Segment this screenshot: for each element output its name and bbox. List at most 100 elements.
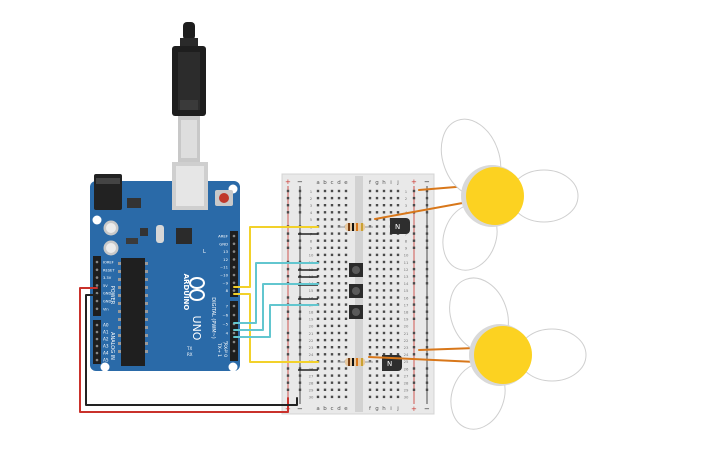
header-pin[interactable] [232,340,236,344]
breadboard-hole[interactable] [323,374,327,377]
breadboard-hole[interactable] [323,324,327,328]
breadboard-hole[interactable] [337,275,341,278]
breadboard-hole[interactable] [375,367,379,370]
rail-hole[interactable] [298,239,302,242]
breadboard-hole[interactable] [382,239,386,242]
breadboard-hole[interactable] [375,246,379,249]
breadboard-hole[interactable] [396,303,400,306]
breadboard-hole[interactable] [382,260,386,264]
wire-black[interactable] [85,294,298,406]
rail-hole[interactable] [286,346,290,349]
breadboard-hole[interactable] [382,246,386,249]
rail-hole[interactable] [298,310,302,313]
rail-hole[interactable] [286,267,290,271]
breadboard-hole[interactable] [330,331,334,335]
rail-hole[interactable] [286,196,290,200]
rail-hole[interactable] [425,310,429,313]
rail-hole[interactable] [298,367,302,370]
rail-hole[interactable] [286,211,290,214]
breadboard-hole[interactable] [375,388,379,391]
rail-hole[interactable] [412,282,416,285]
header-pin[interactable] [232,281,236,285]
breadboard-hole[interactable] [337,282,341,285]
rail-hole[interactable] [412,204,416,207]
breadboard-hole[interactable] [316,310,320,313]
breadboard-hole[interactable] [375,260,379,264]
breadboard-hole[interactable] [375,282,379,285]
breadboard-hole[interactable] [316,324,320,328]
breadboard-hole[interactable] [368,331,372,335]
breadboard-hole[interactable] [389,211,393,214]
breadboard-hole[interactable] [368,388,372,391]
breadboard-hole[interactable] [375,296,379,299]
breadboard-hole[interactable] [323,275,327,278]
breadboard-hole[interactable] [389,189,393,193]
breadboard-hole[interactable] [375,253,379,257]
breadboard-hole[interactable] [396,381,400,384]
arduino-uno-board[interactable]: ARDUINO UNO POWER ANALOG IN DIGITAL (PWM… [90,162,240,372]
rail-hole[interactable] [412,353,416,356]
breadboard-hole[interactable] [375,374,379,377]
breadboard-hole[interactable] [368,353,372,356]
breadboard-hole[interactable] [316,395,320,399]
breadboard-hole[interactable] [337,324,341,328]
breadboard-hole[interactable] [337,232,341,235]
breadboard-hole[interactable] [396,260,400,264]
rail-hole[interactable] [286,374,290,377]
breadboard-hole[interactable] [344,218,348,221]
rail-hole[interactable] [425,331,429,335]
breadboard-hole[interactable] [382,353,386,356]
rail-hole[interactable] [286,246,290,249]
breadboard-hole[interactable] [330,196,334,200]
breadboard-hole[interactable] [344,253,348,257]
breadboard-hole[interactable] [316,346,320,349]
breadboard-hole[interactable] [330,275,334,278]
breadboard-hole[interactable] [323,346,327,349]
breadboard-hole[interactable] [337,246,341,249]
rail-hole[interactable] [286,296,290,299]
breadboard-hole[interactable] [323,388,327,391]
breadboard-hole[interactable] [368,346,372,349]
breadboard-hole[interactable] [323,395,327,399]
rail-hole[interactable] [412,239,416,242]
breadboard-hole[interactable] [396,317,400,320]
rail-hole[interactable] [412,381,416,384]
breadboard-hole[interactable] [382,196,386,200]
rail-hole[interactable] [298,388,302,391]
breadboard-hole[interactable] [316,338,320,342]
rail-hole[interactable] [298,317,302,320]
breadboard-hole[interactable] [330,211,334,214]
breadboard-hole[interactable] [396,253,400,257]
breadboard-hole[interactable] [375,331,379,335]
breadboard-hole[interactable] [396,388,400,391]
breadboard-hole[interactable] [382,331,386,335]
breadboard-hole[interactable] [344,381,348,384]
breadboard-hole[interactable] [382,289,386,292]
breadboard-hole[interactable] [389,381,393,384]
breadboard-hole[interactable] [323,204,327,207]
rail-hole[interactable] [425,204,429,207]
rail-hole[interactable] [425,211,429,214]
breadboard-hole[interactable] [368,395,372,399]
breadboard-hole[interactable] [375,267,379,271]
breadboard-hole[interactable] [382,189,386,193]
breadboard-hole[interactable] [330,218,334,221]
header-pin[interactable] [232,242,236,246]
breadboard-hole[interactable] [344,275,348,278]
breadboard-hole[interactable] [375,346,379,349]
breadboard-hole[interactable] [323,232,327,235]
breadboard-hole[interactable] [368,260,372,264]
breadboard-hole[interactable] [330,267,334,271]
wire-teal[interactable] [233,283,319,331]
header-pin[interactable] [95,276,99,279]
breadboard-hole[interactable] [382,204,386,207]
breadboard-hole[interactable] [375,289,379,292]
breadboard-hole[interactable] [396,395,400,399]
rail-hole[interactable] [412,189,416,193]
breadboard-hole[interactable] [330,374,334,377]
breadboard-hole[interactable] [396,267,400,271]
breadboard-hole[interactable] [337,395,341,399]
rail-hole[interactable] [425,374,429,377]
breadboard-hole[interactable] [316,189,320,193]
rail-hole[interactable] [425,239,429,242]
